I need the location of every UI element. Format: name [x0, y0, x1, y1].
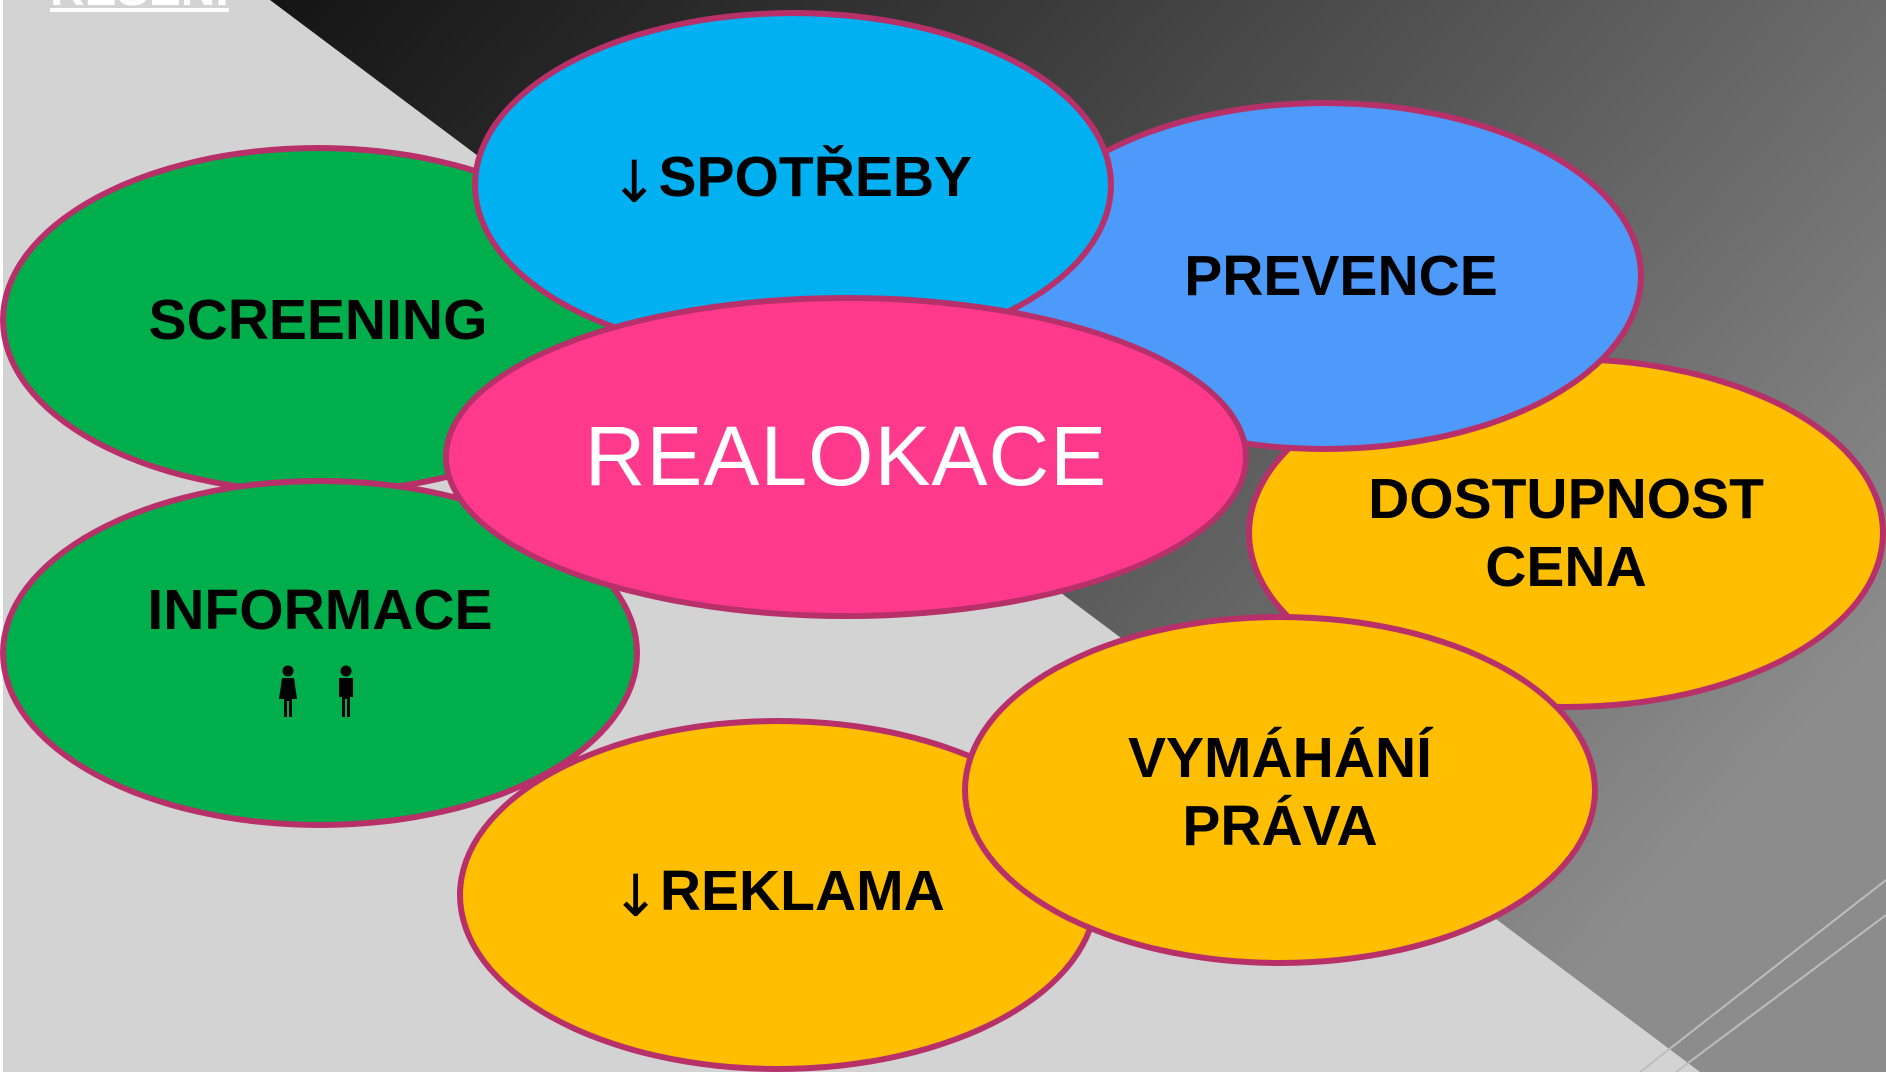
left-edge-line: [0, 0, 3, 1072]
node-screening-label: SCREENING: [148, 287, 488, 352]
down-arrow-icon: ↓: [609, 147, 659, 216]
node-spotreby-text: ↓SPOTŘEBY: [610, 143, 972, 218]
center-label: REALOKACE: [584, 408, 1108, 503]
node-vymahani-prava: VYMÁHÁNÍ PRÁVA: [962, 614, 1598, 966]
man-icon: [339, 665, 353, 717]
node-spotreby-label: SPOTŘEBY: [658, 144, 973, 209]
node-dostupnost-line1: DOSTUPNOST: [1368, 466, 1764, 531]
down-arrow-icon: ↓: [611, 861, 660, 930]
node-vymahani-line1: VYMÁHÁNÍ: [1127, 725, 1432, 790]
woman-man-icon: [278, 665, 356, 717]
node-informace-label: INFORMACE: [147, 577, 493, 642]
decor-line: [1639, 879, 1886, 1072]
decor-line: [1675, 914, 1886, 1072]
node-reklama-text: ↓REKLAMA: [611, 857, 945, 932]
node-dostupnost-line2: CENA: [1485, 535, 1647, 599]
node-realokace: REALOKACE: [443, 295, 1249, 619]
node-vymahani-text: VYMÁHÁNÍ PRÁVA: [1128, 724, 1432, 861]
woman-icon: [279, 665, 297, 717]
node-reklama-label: REKLAMA: [659, 858, 945, 923]
node-prevence-label: PREVENCE: [1184, 243, 1498, 308]
slide-heading: ŘEŠENÍ: [50, 0, 229, 17]
node-dostupnost-text: DOSTUPNOST CENA: [1368, 465, 1764, 602]
node-vymahani-line2: PRÁVA: [1182, 794, 1378, 858]
